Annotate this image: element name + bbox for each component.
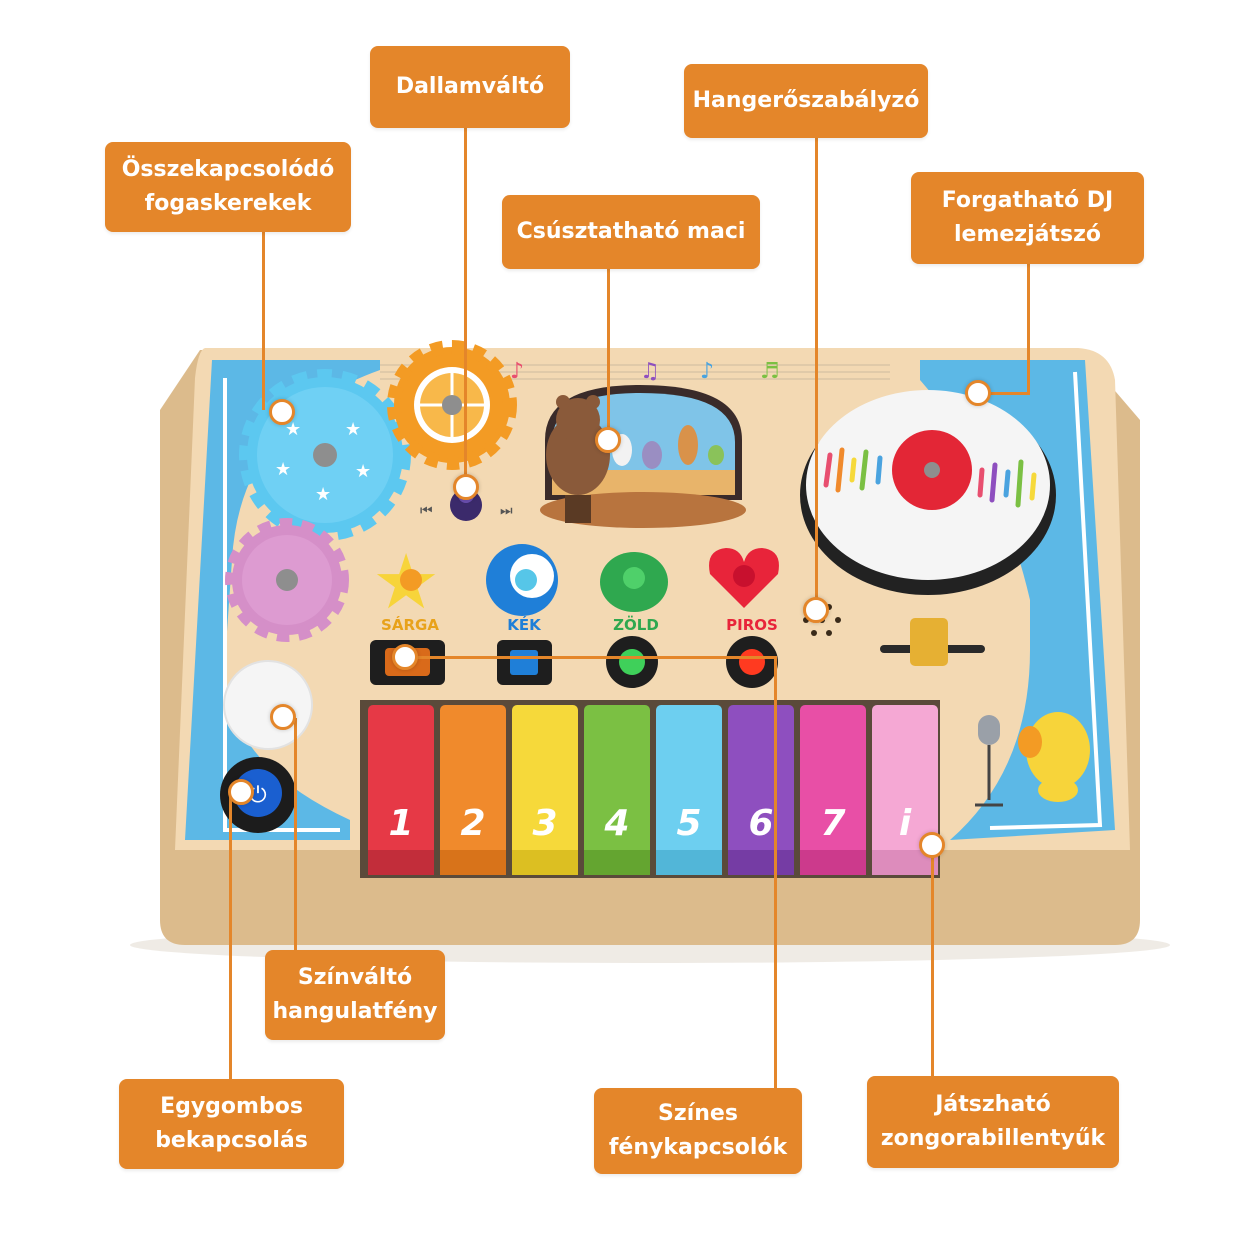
marker-volume [803, 597, 829, 623]
bear-stage [540, 385, 746, 528]
callout-volume: Hangerőszabályzó [684, 64, 928, 138]
duck-decor [1018, 712, 1090, 802]
key-label-8: i [899, 803, 912, 844]
marker-gears [269, 399, 295, 425]
connector-power [229, 793, 232, 1081]
key-label-7: 7 [820, 803, 845, 844]
key-label-5: 5 [676, 803, 701, 844]
connector-piano [931, 844, 934, 1079]
svg-text:★: ★ [285, 419, 301, 440]
svg-text:♪: ♪ [510, 359, 524, 384]
callout-bear: Csúsztatható maci [502, 195, 760, 269]
svg-text:⏮: ⏮ [420, 503, 433, 519]
key-8 [872, 705, 938, 875]
connector-dj-h [978, 392, 1030, 395]
connector-gears [262, 230, 265, 410]
marker-melody [453, 474, 479, 500]
connector-switches [774, 656, 777, 1090]
key-label-1: 1 [388, 803, 413, 844]
key-1 [368, 705, 434, 875]
svg-text:♪: ♪ [700, 359, 714, 384]
key-4 [584, 705, 650, 875]
connector-volume [815, 137, 818, 607]
key-label-3: 3 [532, 803, 557, 844]
callout-melody: Dallamváltó [370, 46, 570, 128]
svg-text:♬: ♬ [760, 359, 780, 384]
connector-switches-h [405, 656, 777, 659]
svg-text:⏭: ⏭ [500, 503, 513, 519]
key-7 [800, 705, 866, 875]
marker-light [270, 704, 296, 730]
svg-text:★: ★ [315, 484, 331, 505]
gear-blue: ★ ★ ★ ★ ★ [239, 369, 411, 541]
piano-keys [368, 705, 938, 875]
marker-piano [919, 832, 945, 858]
key-3 [512, 705, 578, 875]
connector-bear [607, 268, 610, 438]
gear-pink [225, 518, 349, 642]
connector-melody [464, 127, 467, 487]
turntable [800, 390, 1056, 595]
label-zold: ZÖLD [613, 615, 659, 634]
key-5 [656, 705, 722, 875]
connector-dj [1027, 264, 1030, 394]
marker-bear [595, 427, 621, 453]
microphone-decor [975, 715, 1003, 807]
gear-orange [387, 340, 517, 470]
label-kek: KÉK [507, 615, 542, 634]
svg-text:★: ★ [345, 419, 361, 440]
svg-text:♫: ♫ [640, 359, 660, 384]
volume-slider [910, 618, 948, 666]
marker-power [228, 779, 254, 805]
marker-switches [392, 644, 418, 670]
key-label-2: 2 [460, 803, 485, 844]
label-piros: PIROS [726, 616, 778, 634]
night-light [223, 660, 313, 750]
svg-text:★: ★ [275, 459, 291, 480]
key-label-4: 4 [603, 803, 629, 844]
key-6 [728, 705, 794, 875]
label-sarga: SÁRGA [381, 615, 439, 634]
key-label-6: 6 [748, 803, 773, 844]
connector-light [294, 718, 297, 953]
svg-text:★: ★ [355, 461, 371, 482]
marker-dj [965, 380, 991, 406]
key-2 [440, 705, 506, 875]
